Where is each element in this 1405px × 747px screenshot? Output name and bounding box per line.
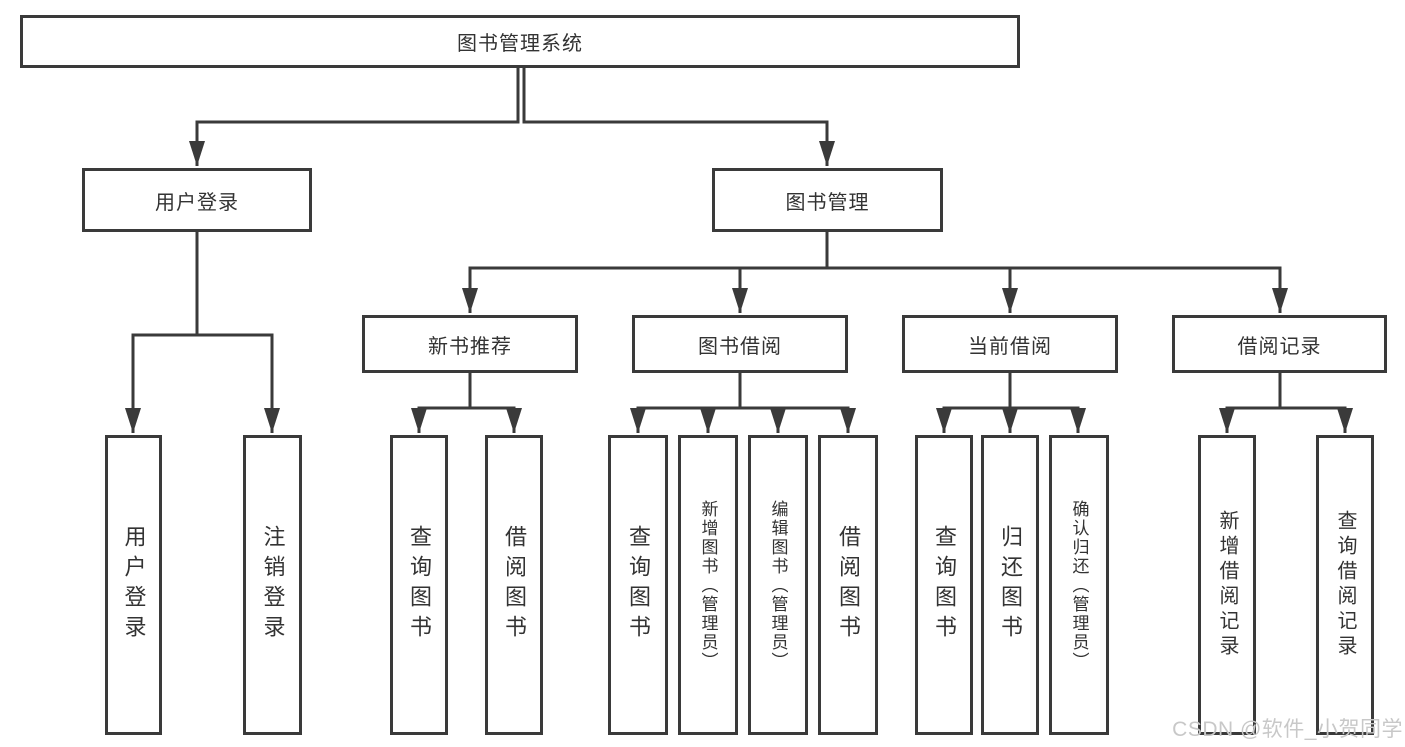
node-root-system: 图书管理系统 xyxy=(20,15,1020,68)
leaf-borrow-books: 借阅图书 xyxy=(818,435,878,735)
node-borrow-records: 借阅记录 xyxy=(1172,315,1387,373)
leaf-edit-books-admin: 编辑图书（管理员） xyxy=(748,435,808,735)
node-current-borrow: 当前借阅 xyxy=(902,315,1118,373)
leaf-query-books-borrow: 查询图书 xyxy=(608,435,668,735)
leaf-add-books-admin: 新增图书（管理员） xyxy=(678,435,738,735)
node-book-management: 图书管理 xyxy=(712,168,943,232)
node-new-book-recommend: 新书推荐 xyxy=(362,315,578,373)
leaf-logout: 注销登录 xyxy=(243,435,302,735)
leaf-return-books: 归还图书 xyxy=(981,435,1039,735)
node-user-login: 用户登录 xyxy=(82,168,312,232)
leaf-query-books-current: 查询图书 xyxy=(915,435,973,735)
leaf-query-books-recommend: 查询图书 xyxy=(390,435,448,735)
leaf-add-borrow-record: 新增借阅记录 xyxy=(1198,435,1256,735)
leaf-query-borrow-record: 查询借阅记录 xyxy=(1316,435,1374,735)
leaf-confirm-return-admin: 确认归还（管理员） xyxy=(1049,435,1109,735)
csdn-watermark: CSDN @软件_小贺同学 xyxy=(1172,718,1403,741)
node-book-borrow: 图书借阅 xyxy=(632,315,848,373)
leaf-borrow-books-recommend: 借阅图书 xyxy=(485,435,543,735)
leaf-user-login: 用户登录 xyxy=(105,435,162,735)
